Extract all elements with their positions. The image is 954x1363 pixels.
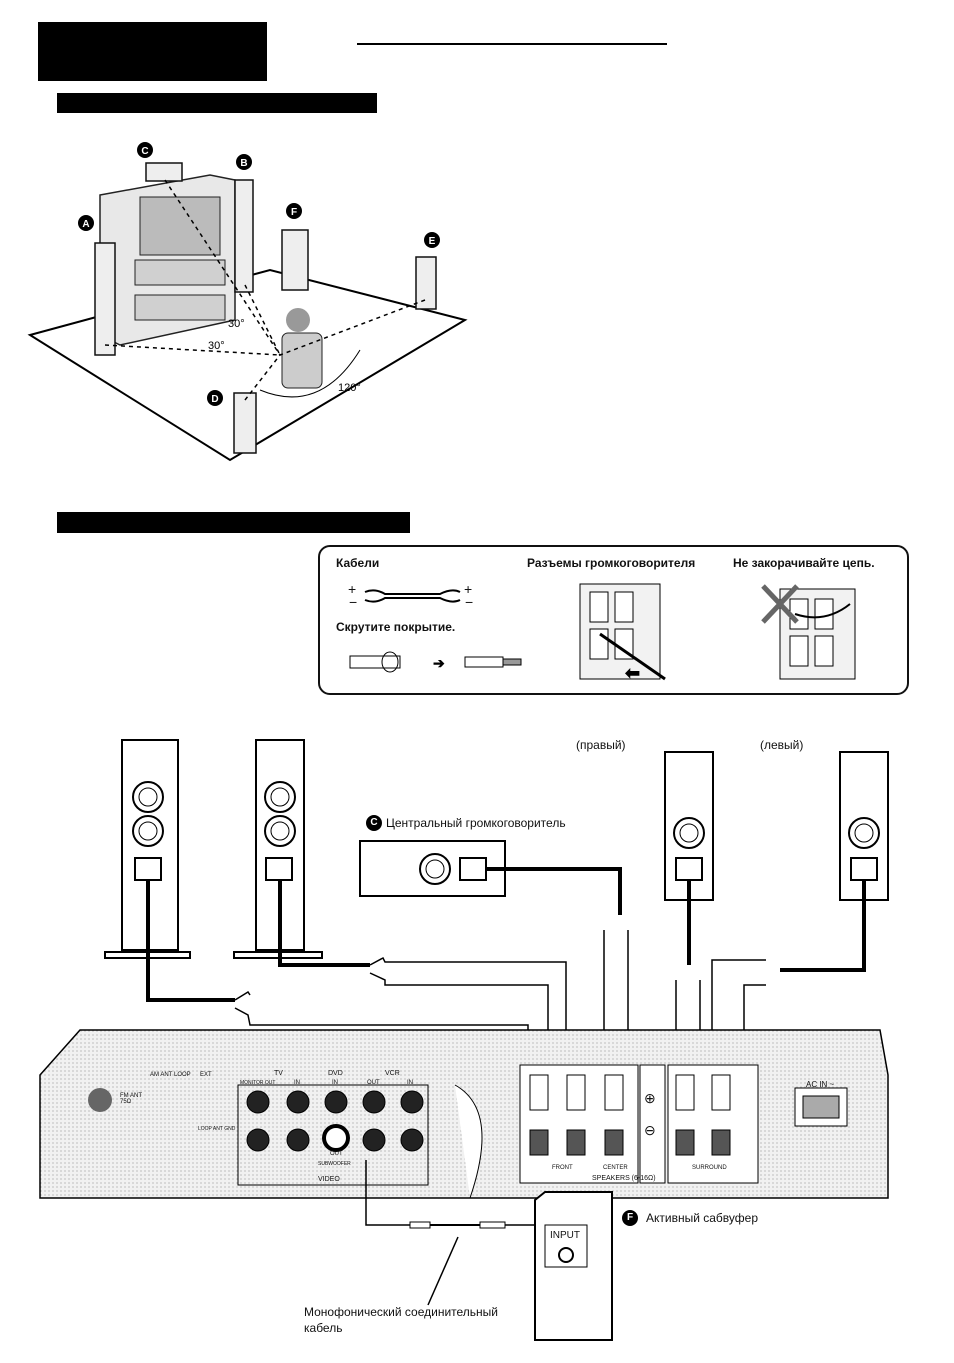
surround-label: SURROUND (692, 1165, 727, 1171)
badge-f: F (291, 207, 297, 218)
mono-cable-label-line1: Монофонический соединительный (304, 1305, 498, 1319)
vcr-out-label: OUT (367, 1080, 380, 1086)
cable-minus-right: − (465, 594, 474, 610)
front-right-speaker (233, 739, 323, 959)
badge-c: C (141, 146, 148, 157)
speaker-placement-diagram: 30° 30° 120° A B C D E F (27, 142, 468, 462)
center-speaker-label: Центральный громкоговоритель (386, 816, 566, 830)
angle-label: 30° (228, 318, 245, 330)
tv-label: TV (274, 1070, 283, 1077)
angle-label: 120° (338, 382, 361, 394)
svg-text:⬅: ⬅ (624, 663, 640, 683)
speakers-spec-label: SPEAKERS (6-16Ω) (592, 1175, 656, 1182)
cable-plus-left: + (348, 581, 357, 597)
connection-heading-bar (57, 512, 410, 533)
front-left-speaker (104, 739, 191, 959)
plus-terminal-symbol: ⊕ (644, 1090, 656, 1106)
sub-out-label: OUT (330, 1151, 343, 1157)
cables-title: Кабели (336, 556, 380, 570)
minus-terminal-symbol: ⊖ (644, 1122, 656, 1138)
badge-b: B (240, 158, 247, 169)
cable-illustration (364, 589, 461, 603)
badge-e: E (429, 236, 436, 247)
subwoofer-jack-label: SUBWOOFER (318, 1161, 351, 1167)
fm-ant-label: FM ANT 75Ω (120, 1093, 142, 1105)
title-underline (357, 43, 667, 45)
am-ant-label: AM ANT (150, 1072, 173, 1078)
subwoofer-unit (534, 1191, 613, 1341)
dvd-label: DVD (328, 1070, 343, 1077)
terminals-title: Разъемы громкоговорителя (527, 556, 696, 570)
twist-illustration: ➔ (349, 651, 522, 673)
left-speaker-label: (левый) (760, 738, 804, 752)
surround-left-speaker (839, 751, 889, 901)
angle-label: 30° (208, 340, 225, 352)
surround-right-speaker (664, 751, 714, 901)
cable-plus-right: + (464, 581, 473, 597)
vcr-in-label: IN (407, 1080, 413, 1086)
subwoofer-label: Активный сабвуфер (646, 1211, 758, 1225)
subwoofer-badge: F (622, 1210, 638, 1226)
ext-label: EXT (200, 1072, 212, 1078)
loop-ant-gnd-label: LOOP ANT GND (198, 1126, 236, 1132)
video-label: VIDEO (318, 1176, 340, 1183)
badge-a: A (82, 219, 89, 230)
right-speaker-label: (правый) (576, 738, 626, 752)
front-label: FRONT (552, 1165, 573, 1171)
no-short-title: Не закорачивайте цепь. (733, 556, 875, 570)
receiver-back-panel (39, 1029, 889, 1199)
mono-cable-label-line2: кабель (304, 1321, 343, 1335)
svg-text:➔: ➔ (433, 655, 445, 671)
no-short-illustration (761, 584, 856, 680)
vcr-label: VCR (385, 1070, 400, 1077)
monitor-out-label: MONITOR OUT (240, 1080, 276, 1086)
subwoofer-input-label: INPUT (550, 1230, 580, 1241)
tv-in-label: IN (294, 1080, 300, 1086)
twist-title: Скрутите покрытие. (336, 620, 456, 634)
center-badge: C (366, 815, 382, 831)
badge-d: D (211, 394, 218, 405)
dvd-in-label: IN (332, 1080, 338, 1086)
center-terminal-label: CENTER (603, 1165, 628, 1171)
loop-label: LOOP (174, 1072, 191, 1078)
ac-in-label: AC IN ~ (806, 1080, 835, 1089)
section-header-block (38, 22, 267, 81)
center-speaker (359, 840, 506, 897)
connection-diagram (39, 739, 889, 1341)
terminals-illustration: ⬅ (579, 583, 666, 683)
cable-minus-left: − (349, 594, 358, 610)
placement-heading-bar (57, 93, 377, 113)
